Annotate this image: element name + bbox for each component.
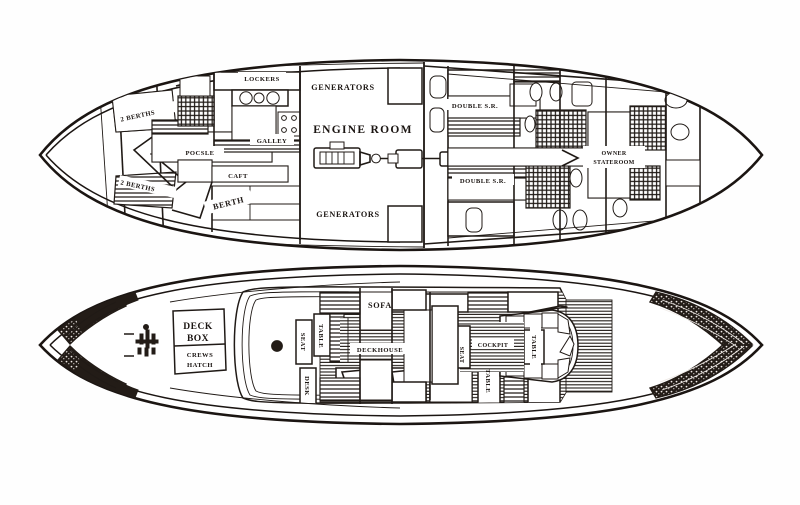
label-table-fwd: TABLE bbox=[317, 324, 324, 348]
label-seat-fwd: SEAT bbox=[299, 333, 306, 352]
sink-bowl-3 bbox=[266, 91, 280, 105]
wc-upper-a bbox=[529, 82, 543, 102]
stern-chevron-lower bbox=[648, 341, 754, 399]
deck-box-group bbox=[172, 308, 227, 375]
sink-bowl-2 bbox=[253, 92, 265, 104]
stove-top bbox=[277, 111, 301, 137]
desk-unit bbox=[299, 367, 317, 404]
label-galley: GALLEY bbox=[257, 138, 288, 145]
generator-box-bottom bbox=[387, 205, 423, 243]
generator-box-top bbox=[387, 67, 423, 105]
stern-chevrons bbox=[648, 291, 754, 399]
stern-chevron-hatching bbox=[659, 299, 745, 391]
label-crews-hatch-2: HATCH bbox=[187, 362, 213, 369]
basin-lower bbox=[465, 207, 483, 233]
label-table-cockpit: TABLE bbox=[530, 335, 537, 359]
deck-box-outline bbox=[172, 308, 227, 375]
label-lockers: LOCKERS bbox=[244, 76, 279, 83]
label-double-sr-bottom: DOUBLE S.R. bbox=[460, 178, 506, 185]
owner-stateroom bbox=[447, 72, 701, 240]
basin-upper bbox=[429, 75, 447, 99]
windlass-icon bbox=[135, 324, 159, 357]
label-desk: DESK bbox=[303, 376, 310, 396]
label-cockpit: COCKPIT bbox=[478, 343, 508, 349]
wc-lower-b bbox=[572, 209, 588, 231]
seat-fwd-unit bbox=[295, 319, 313, 365]
label-sofa: SOFA bbox=[368, 301, 392, 310]
label-owner-line1: OWNER bbox=[601, 151, 626, 157]
anchor-chain-hatching bbox=[65, 301, 119, 389]
main-deck-labels: DECK BOX CREWS HATCH SOFA DECKHOUSE TABL… bbox=[183, 301, 541, 396]
aft-deck-structure bbox=[319, 288, 431, 404]
label-engine-room: ENGINE ROOM bbox=[313, 124, 413, 136]
label-generators-bottom: GENERATORS bbox=[316, 210, 380, 219]
label-focsle: POCSLE bbox=[185, 150, 214, 157]
label-owner-line2: STATEROOM bbox=[593, 160, 634, 166]
label-seat-cockpit: SEAT bbox=[458, 347, 464, 364]
label-table-mid: TABLE bbox=[484, 369, 491, 393]
stern-gland bbox=[395, 149, 423, 169]
label-deck-box-1: DECK bbox=[183, 322, 213, 332]
label-crews-hatch-1: CREWS bbox=[187, 352, 213, 359]
deck-mast-step bbox=[271, 340, 283, 352]
label-double-sr-top: DOUBLE S.R. bbox=[452, 103, 498, 110]
shaft-coupling bbox=[371, 153, 381, 164]
sink-bowl-1 bbox=[239, 91, 253, 105]
main-deck-plan: DECK BOX CREWS HATCH SOFA DECKHOUSE TABL… bbox=[38, 264, 764, 426]
lower-hull-inner-bow-lower bbox=[45, 154, 401, 243]
label-aft: CAFT bbox=[228, 173, 248, 180]
bow-chevrons bbox=[56, 289, 139, 401]
lower-deck-plan: 2 BERTHS 2 BERTHS LOCKERS GALLEY POCSLE … bbox=[38, 58, 764, 252]
label-deckhouse: DECKHOUSE bbox=[357, 347, 403, 354]
label-generators-top: GENERATORS bbox=[311, 83, 375, 92]
lower-deck-labels: 2 BERTHS 2 BERTHS LOCKERS GALLEY POCSLE … bbox=[117, 72, 645, 219]
label-deck-box-2: BOX bbox=[187, 334, 209, 344]
